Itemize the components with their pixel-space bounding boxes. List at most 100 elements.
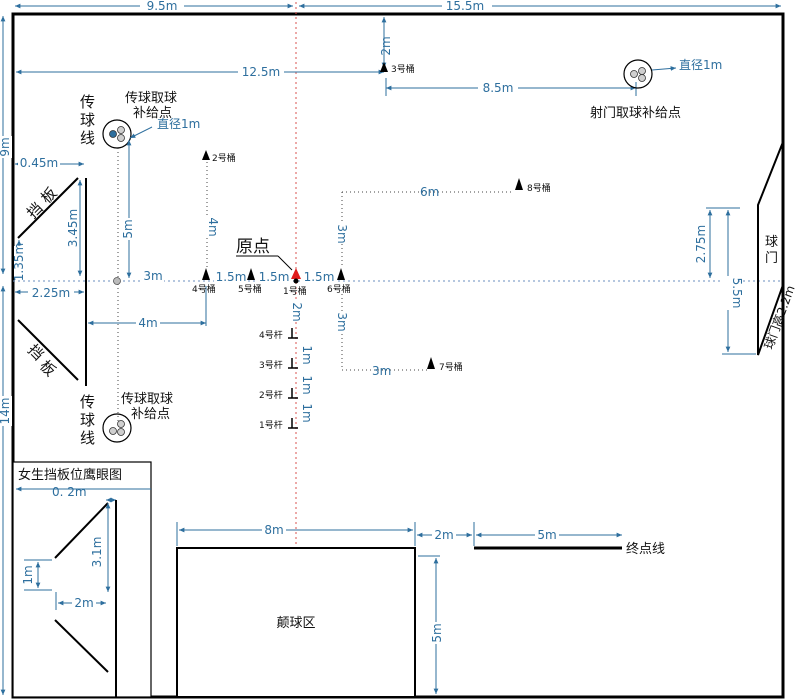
svg-text:1.5m: 1.5m <box>259 270 290 284</box>
dim-5-5m: 5.5m <box>722 210 756 355</box>
svg-text:球: 球 <box>80 411 95 429</box>
svg-text:3m: 3m <box>335 312 349 331</box>
svg-text:线: 线 <box>80 129 95 147</box>
svg-text:线: 线 <box>80 429 95 447</box>
svg-text:9m: 9m <box>0 137 12 156</box>
bucket-2: 2号桶 <box>202 150 236 164</box>
svg-text:补给点: 补给点 <box>131 407 170 422</box>
svg-text:0. 2m: 0. 2m <box>52 485 87 499</box>
svg-text:2m: 2m <box>74 596 93 610</box>
dim-5m-c: 5m <box>418 555 444 694</box>
dim-3-45m: 3.45m <box>66 180 83 276</box>
svg-text:传: 传 <box>80 93 95 111</box>
dim-2m-mid: 2m <box>290 302 304 322</box>
bucket-6: 6号桶 <box>327 268 351 295</box>
dim-3m-v1: 3m <box>335 224 349 244</box>
svg-text:4m: 4m <box>138 316 157 330</box>
svg-text:补给点: 补给点 <box>133 106 172 121</box>
baffle-top-label: 挡 <box>23 199 46 222</box>
header-zone <box>176 547 416 698</box>
inset-title: 女生挡板位鹰眼图 <box>18 467 122 483</box>
svg-text:4号桶: 4号桶 <box>192 283 216 295</box>
svg-text:直径1m: 直径1m <box>157 117 200 131</box>
dim-9m: 9m <box>0 15 12 274</box>
dim-1-35m: 1.35m <box>12 240 26 281</box>
svg-text:14m: 14m <box>0 398 12 425</box>
svg-text:传球取球: 传球取球 <box>125 91 177 106</box>
dim-0-45m: 0.45m <box>15 156 84 170</box>
finish-line-label: 终点线 <box>626 541 665 557</box>
svg-text:5m: 5m <box>430 623 444 642</box>
pole-2: 2号杆 <box>259 388 298 401</box>
svg-text:5.5m: 5.5m <box>730 278 744 309</box>
dim-3m-a: 3m <box>142 269 164 283</box>
dim-1-5c: 1.5m <box>302 270 336 284</box>
bucket-4: 4号桶 <box>192 268 216 295</box>
dim-5m-left: 5m <box>121 140 136 278</box>
svg-text:1号桶: 1号桶 <box>283 285 307 297</box>
goal: 球 门 <box>757 141 784 356</box>
dim-4m-h: 4m <box>88 286 207 330</box>
dim-14m: 14m <box>0 286 12 695</box>
svg-text:1.5m: 1.5m <box>304 270 335 284</box>
dim-6m: 6m <box>420 185 439 199</box>
top-dimension-9-5: 9.5m <box>15 0 293 13</box>
dim-8m: 8m <box>176 522 416 546</box>
dim-8-5m: 8.5m <box>385 78 637 96</box>
dim-1m-c: 1m <box>300 403 314 423</box>
svg-text:1m: 1m <box>300 403 314 422</box>
pass-supply-point-top: 传球取球 补给点 直径1m <box>102 91 200 149</box>
svg-text:5m: 5m <box>537 528 556 542</box>
label-15-5m: 15.5m <box>446 0 484 13</box>
bucket-5: 5号桶 <box>238 268 262 295</box>
origin-label: 原点 <box>236 237 293 271</box>
dim-2m-b: 2m <box>417 522 475 546</box>
svg-text:3号杆: 3号杆 <box>259 359 283 371</box>
pole-1: 1号杆 <box>259 418 298 431</box>
pass-supply-point-bottom: 传球取球 补给点 <box>102 392 173 443</box>
dim-3m-v2: 3m <box>335 312 349 332</box>
inset-girls-baffle: 女生挡板位鹰眼图 0. 2m 3.1m 1m 2m <box>12 461 152 698</box>
dim-3m-b: 3m <box>372 364 391 378</box>
dim-5m-b: 5m <box>476 528 622 542</box>
shoot-supply-point: 直径1m 射门取球补给点 <box>590 58 722 121</box>
svg-text:6号桶: 6号桶 <box>327 283 351 295</box>
svg-text:4号杆: 4号杆 <box>259 329 283 341</box>
dim-1-5a: 1.5m <box>214 270 248 284</box>
dim-2-25m: 2.25m <box>15 285 84 300</box>
dim-2-75m: 2.75m <box>694 207 740 278</box>
dim-1m-a: 1m <box>300 345 314 365</box>
dim-2m-top: 2m <box>379 17 393 68</box>
svg-text:球: 球 <box>80 111 95 129</box>
dim-12-5m: 12.5m <box>16 65 384 79</box>
svg-text:球: 球 <box>765 235 778 250</box>
svg-text:4m: 4m <box>206 217 220 236</box>
svg-text:2.25m: 2.25m <box>32 286 70 300</box>
pole-3: 3号杆 <box>259 358 298 371</box>
dim-1m-b: 1m <box>300 375 314 395</box>
baffle-top <box>17 177 79 239</box>
svg-text:8m: 8m <box>264 523 283 537</box>
svg-text:3m: 3m <box>335 224 349 243</box>
svg-text:5m: 5m <box>121 219 135 238</box>
svg-text:2m: 2m <box>379 36 393 55</box>
bucket-8: 8号桶 <box>515 178 551 194</box>
svg-text:2号杆: 2号杆 <box>259 389 283 401</box>
svg-text:射门取球补给点: 射门取球补给点 <box>590 105 681 121</box>
svg-text:3m: 3m <box>143 269 162 283</box>
ball-marker <box>113 277 121 285</box>
svg-text:传: 传 <box>80 393 95 411</box>
label-9-5m: 9.5m <box>147 0 178 13</box>
svg-text:7号桶: 7号桶 <box>439 361 463 373</box>
baffle-bottom <box>17 319 79 381</box>
svg-text:2m: 2m <box>434 528 453 542</box>
svg-text:8.5m: 8.5m <box>483 81 514 95</box>
pole-4: 4号杆 <box>259 328 298 341</box>
svg-text:1.5m: 1.5m <box>216 270 247 284</box>
svg-text:3号桶: 3号桶 <box>391 63 415 75</box>
svg-text:1m: 1m <box>21 565 35 584</box>
svg-text:1号杆: 1号杆 <box>259 419 283 431</box>
svg-text:3.1m: 3.1m <box>90 537 104 568</box>
pass-line-top-label: 传 球 线 <box>80 93 95 147</box>
